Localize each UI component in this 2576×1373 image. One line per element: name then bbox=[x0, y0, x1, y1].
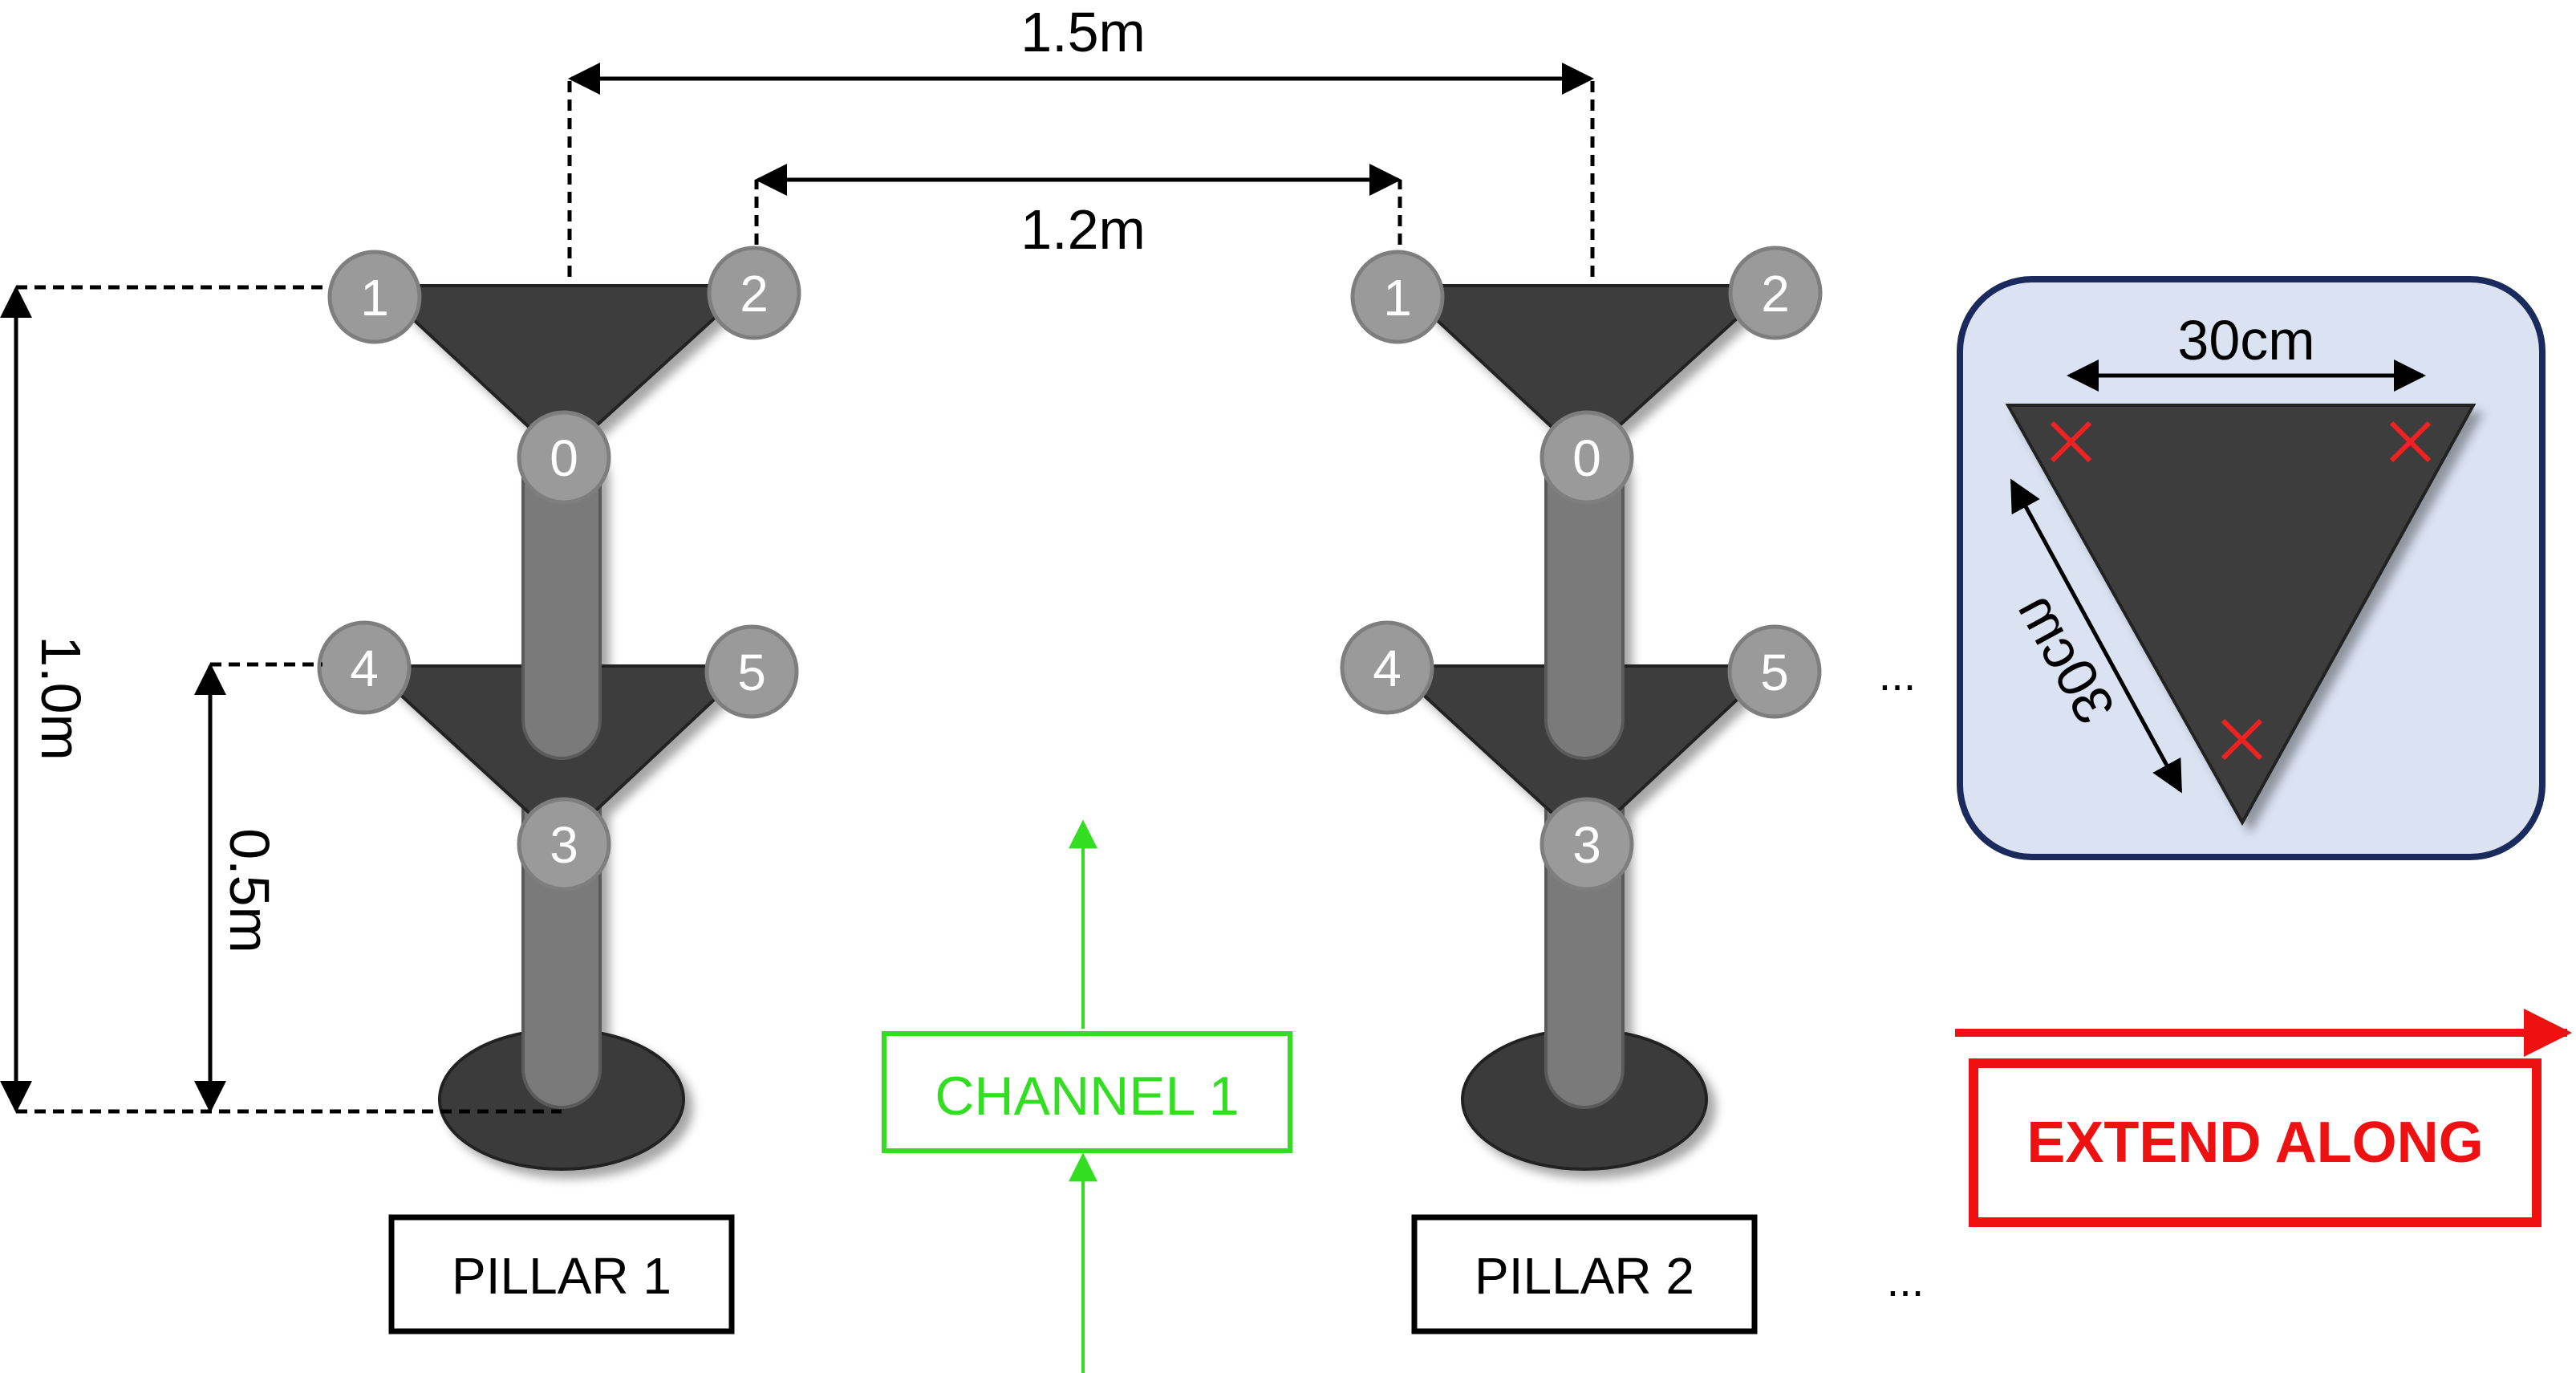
pillar-2-node-1: 1 bbox=[1350, 250, 1445, 344]
node-label: 1 bbox=[1383, 269, 1412, 327]
pillar-1-node-2: 2 bbox=[707, 246, 801, 340]
pillar-2-nodes: 1 2 0 4 5 3 bbox=[1340, 246, 1823, 892]
lower-height-label: 0.5m bbox=[218, 828, 281, 953]
inset-mount-mark-bottom bbox=[2221, 718, 2263, 761]
inner-span-dimension: 1.2m bbox=[754, 164, 1402, 261]
pillar-1-label-box: PILLAR 1 bbox=[388, 1214, 735, 1334]
inset-top-width-label: 30cm bbox=[2177, 309, 2314, 372]
pillar-1-node-3: 3 bbox=[517, 797, 611, 892]
pillar-2-label: PILLAR 2 bbox=[1475, 1247, 1694, 1305]
pillar-2 bbox=[1387, 284, 1778, 1171]
pillar-2-top-plate bbox=[1395, 284, 1778, 460]
node-label: 3 bbox=[550, 816, 578, 874]
lower-height-dimension: 0.5m bbox=[194, 662, 323, 1113]
outer-span-label: 1.5m bbox=[1020, 1, 1146, 63]
node-label: 1 bbox=[360, 269, 389, 327]
pillar-2-node-0: 0 bbox=[1540, 410, 1634, 505]
extend-along-label: EXTEND ALONG bbox=[2026, 1111, 2483, 1175]
inset-mount-mark-right bbox=[2389, 420, 2432, 463]
node-label: 2 bbox=[1761, 265, 1790, 323]
pillar-1-label: PILLAR 1 bbox=[452, 1247, 671, 1305]
inset-mount-mark-left bbox=[2050, 420, 2092, 463]
pillar-1-node-0: 0 bbox=[517, 410, 611, 505]
continuation-dots-upper: ... bbox=[1879, 649, 1917, 700]
channel-indicator: CHANNEL 1 bbox=[882, 819, 1292, 1373]
pillar-2-node-3: 3 bbox=[1540, 797, 1634, 892]
pillar-2-node-2: 2 bbox=[1728, 246, 1823, 340]
continuation-dots-lower: ... bbox=[1887, 1255, 1925, 1306]
pillar-1-node-5: 5 bbox=[704, 624, 799, 719]
pillar-1-node-1: 1 bbox=[327, 250, 422, 344]
pillar-1-nodes: 1 2 0 4 5 3 bbox=[317, 246, 801, 892]
node-label: 2 bbox=[740, 265, 769, 323]
pillar-2-node-5: 5 bbox=[1727, 624, 1822, 719]
channel-label: CHANNEL 1 bbox=[935, 1066, 1239, 1127]
node-label: 5 bbox=[1760, 644, 1789, 701]
pillar-2-node-4: 4 bbox=[1340, 620, 1434, 715]
node-label: 3 bbox=[1572, 816, 1601, 874]
outer-span-dimension: 1.5m bbox=[567, 1, 1595, 277]
plate-detail-inset: 30cm 30cm bbox=[1957, 276, 2546, 860]
node-label: 4 bbox=[1373, 640, 1402, 697]
total-height-dimension: 1.0m bbox=[0, 285, 562, 1114]
node-label: 0 bbox=[1572, 429, 1601, 487]
pillar-1-node-4: 4 bbox=[317, 620, 412, 715]
node-label: 4 bbox=[350, 640, 379, 697]
total-height-label: 1.0m bbox=[30, 636, 92, 761]
node-label: 5 bbox=[737, 644, 766, 701]
pillar-2-label-box: PILLAR 2 bbox=[1411, 1214, 1758, 1334]
extend-along-indicator: EXTEND ALONG bbox=[1955, 1009, 2572, 1227]
pillar-1-top-plate bbox=[372, 284, 755, 460]
node-label: 0 bbox=[550, 429, 578, 487]
inner-span-label: 1.2m bbox=[1020, 198, 1146, 261]
